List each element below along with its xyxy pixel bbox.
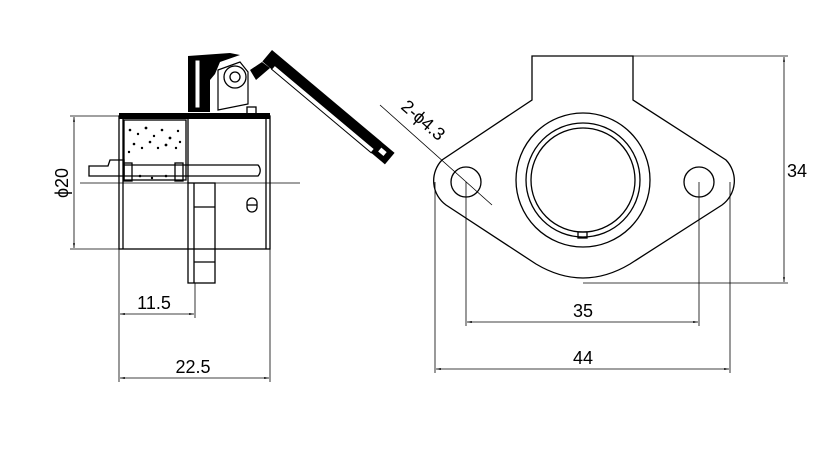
hole-spacing-label: 35 — [573, 301, 593, 321]
depth-label: 11.5 — [137, 293, 171, 313]
width-label: 44 — [573, 348, 593, 368]
holes-leader-line — [379, 104, 493, 206]
cap-lever — [262, 50, 395, 165]
holes-label: 2-ϕ4.3 — [397, 96, 449, 145]
hinge-spring-icon — [223, 65, 247, 89]
middle-ring — [525, 122, 641, 238]
length-label: 22.5 — [175, 357, 210, 377]
outer-ring — [515, 112, 651, 248]
height-label: 34 — [787, 161, 807, 181]
pin — [124, 164, 261, 177]
diameter-label: ϕ20 — [52, 168, 72, 198]
cap-hinge — [188, 53, 240, 112]
key-notch — [577, 231, 588, 239]
insulator-texture — [127, 126, 182, 180]
inner-ring — [530, 127, 636, 233]
front-view: 2-ϕ4.3 34 35 44 — [379, 55, 807, 373]
insulator — [123, 119, 187, 181]
flange-outline — [433, 55, 735, 279]
side-view: ϕ20 11.5 22.5 — [52, 50, 395, 382]
flange-plate — [187, 182, 216, 284]
